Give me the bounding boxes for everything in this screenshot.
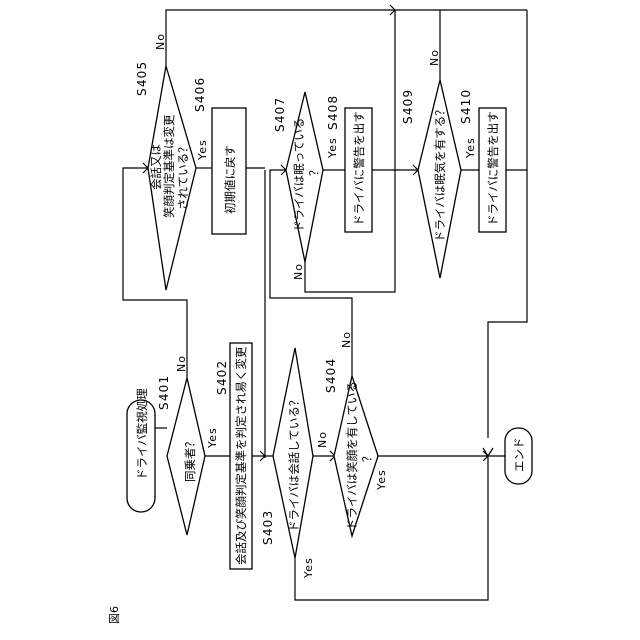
s401-yes-label: Yes	[206, 427, 219, 449]
s404-yes-label: Yes	[375, 469, 388, 491]
s407-text-line1: ドライバは眠っている	[292, 118, 306, 232]
s407-step-label: S407	[273, 97, 287, 132]
process-s408: ドライバに警告を出す S408	[326, 95, 372, 232]
s403-yes-label: Yes	[302, 557, 315, 579]
s405-step-label: S405	[135, 61, 149, 96]
s408-text: ドライバに警告を出す	[352, 111, 366, 226]
s410-step-label: S410	[459, 89, 473, 124]
s409-yes-label: Yes	[464, 137, 477, 159]
s407-yes-label: Yes	[326, 137, 339, 159]
s405-text-line1: 会話又は	[149, 144, 163, 190]
start-terminal: ドライバ監視処理	[127, 388, 155, 512]
decision-s401: 同乗者？ S401 Yes No	[157, 355, 219, 535]
decision-s403: ドライバは会話している？ S403 Yes No	[261, 348, 329, 579]
s409-no-label: No	[428, 49, 441, 66]
s409-step-label: S409	[401, 89, 415, 124]
figure-label: 図6	[108, 606, 121, 624]
s403-step-label: S403	[261, 510, 275, 545]
s407-text-line2: ？	[307, 165, 321, 177]
s401-text: 同乗者？	[183, 436, 197, 482]
s409-text: ドライバは眠気を有する？	[433, 104, 447, 242]
process-s410: ドライバに警告を出す S410	[459, 89, 506, 232]
s408-step-label: S408	[326, 95, 340, 130]
s403-no-label: No	[316, 431, 329, 448]
s401-step-label: S401	[157, 375, 171, 410]
s405-text-line3: されている？	[176, 141, 190, 210]
s405-yes-label: Yes	[196, 139, 209, 161]
s402-step-label: S402	[215, 360, 229, 395]
s404-no-label: No	[340, 331, 353, 348]
s405-no-label: No	[154, 33, 167, 50]
s402-text: 会話及び笑顔判定基準を判定され易く変更	[234, 346, 248, 565]
s407-no-label: No	[292, 263, 305, 280]
s406-text: 初期値に戻す	[223, 145, 237, 214]
decision-s409: ドライバは眠気を有する？ S409 Yes No	[401, 49, 477, 278]
decision-s405: 会話又は 笑顔判定基準は変更 されている？ S405 Yes No	[135, 33, 209, 290]
start-text: ドライバ監視処理	[135, 388, 149, 480]
s405-text-line2: 笑顔判定基準は変更	[162, 114, 176, 218]
end-text: エンド	[512, 438, 526, 473]
s401-no-label: No	[175, 355, 188, 372]
decision-s404: ドライバは笑顔を有している ？ S404 Yes No	[324, 331, 388, 536]
end-terminal: エンド	[505, 428, 532, 484]
s406-step-label: S406	[193, 77, 207, 112]
s404-text-line2: ？	[360, 451, 374, 463]
s404-step-label: S404	[324, 358, 338, 393]
s404-text-line1: ドライバは笑顔を有している	[345, 381, 359, 530]
s403-text: ドライバは会話している？	[287, 395, 301, 532]
s410-text: ドライバに警告を出す	[486, 111, 500, 226]
